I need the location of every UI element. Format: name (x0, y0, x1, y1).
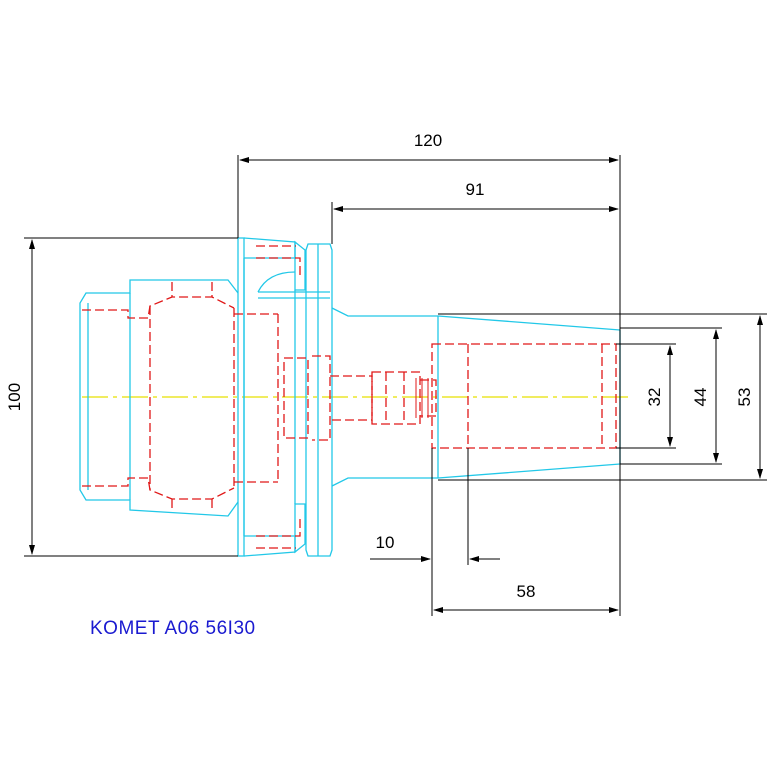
dim-inner-diameter: 44 (691, 388, 710, 407)
dim-overall-length: 120 (414, 131, 442, 150)
dim-bore-offset: 10 (376, 533, 395, 552)
dim-shank-length: 91 (466, 180, 485, 199)
dim-bore-diameter: 32 (645, 388, 664, 407)
dimension-lines (24, 155, 767, 616)
tool-holder-outline (79, 237, 621, 557)
dim-bore-depth: 58 (517, 582, 536, 601)
fine-thread-lines (415, 378, 429, 418)
part-caption: KOMET A06 56I30 (90, 618, 256, 639)
dim-outer-diameter: 53 (735, 388, 754, 407)
dim-flange-diameter: 100 (5, 383, 24, 411)
